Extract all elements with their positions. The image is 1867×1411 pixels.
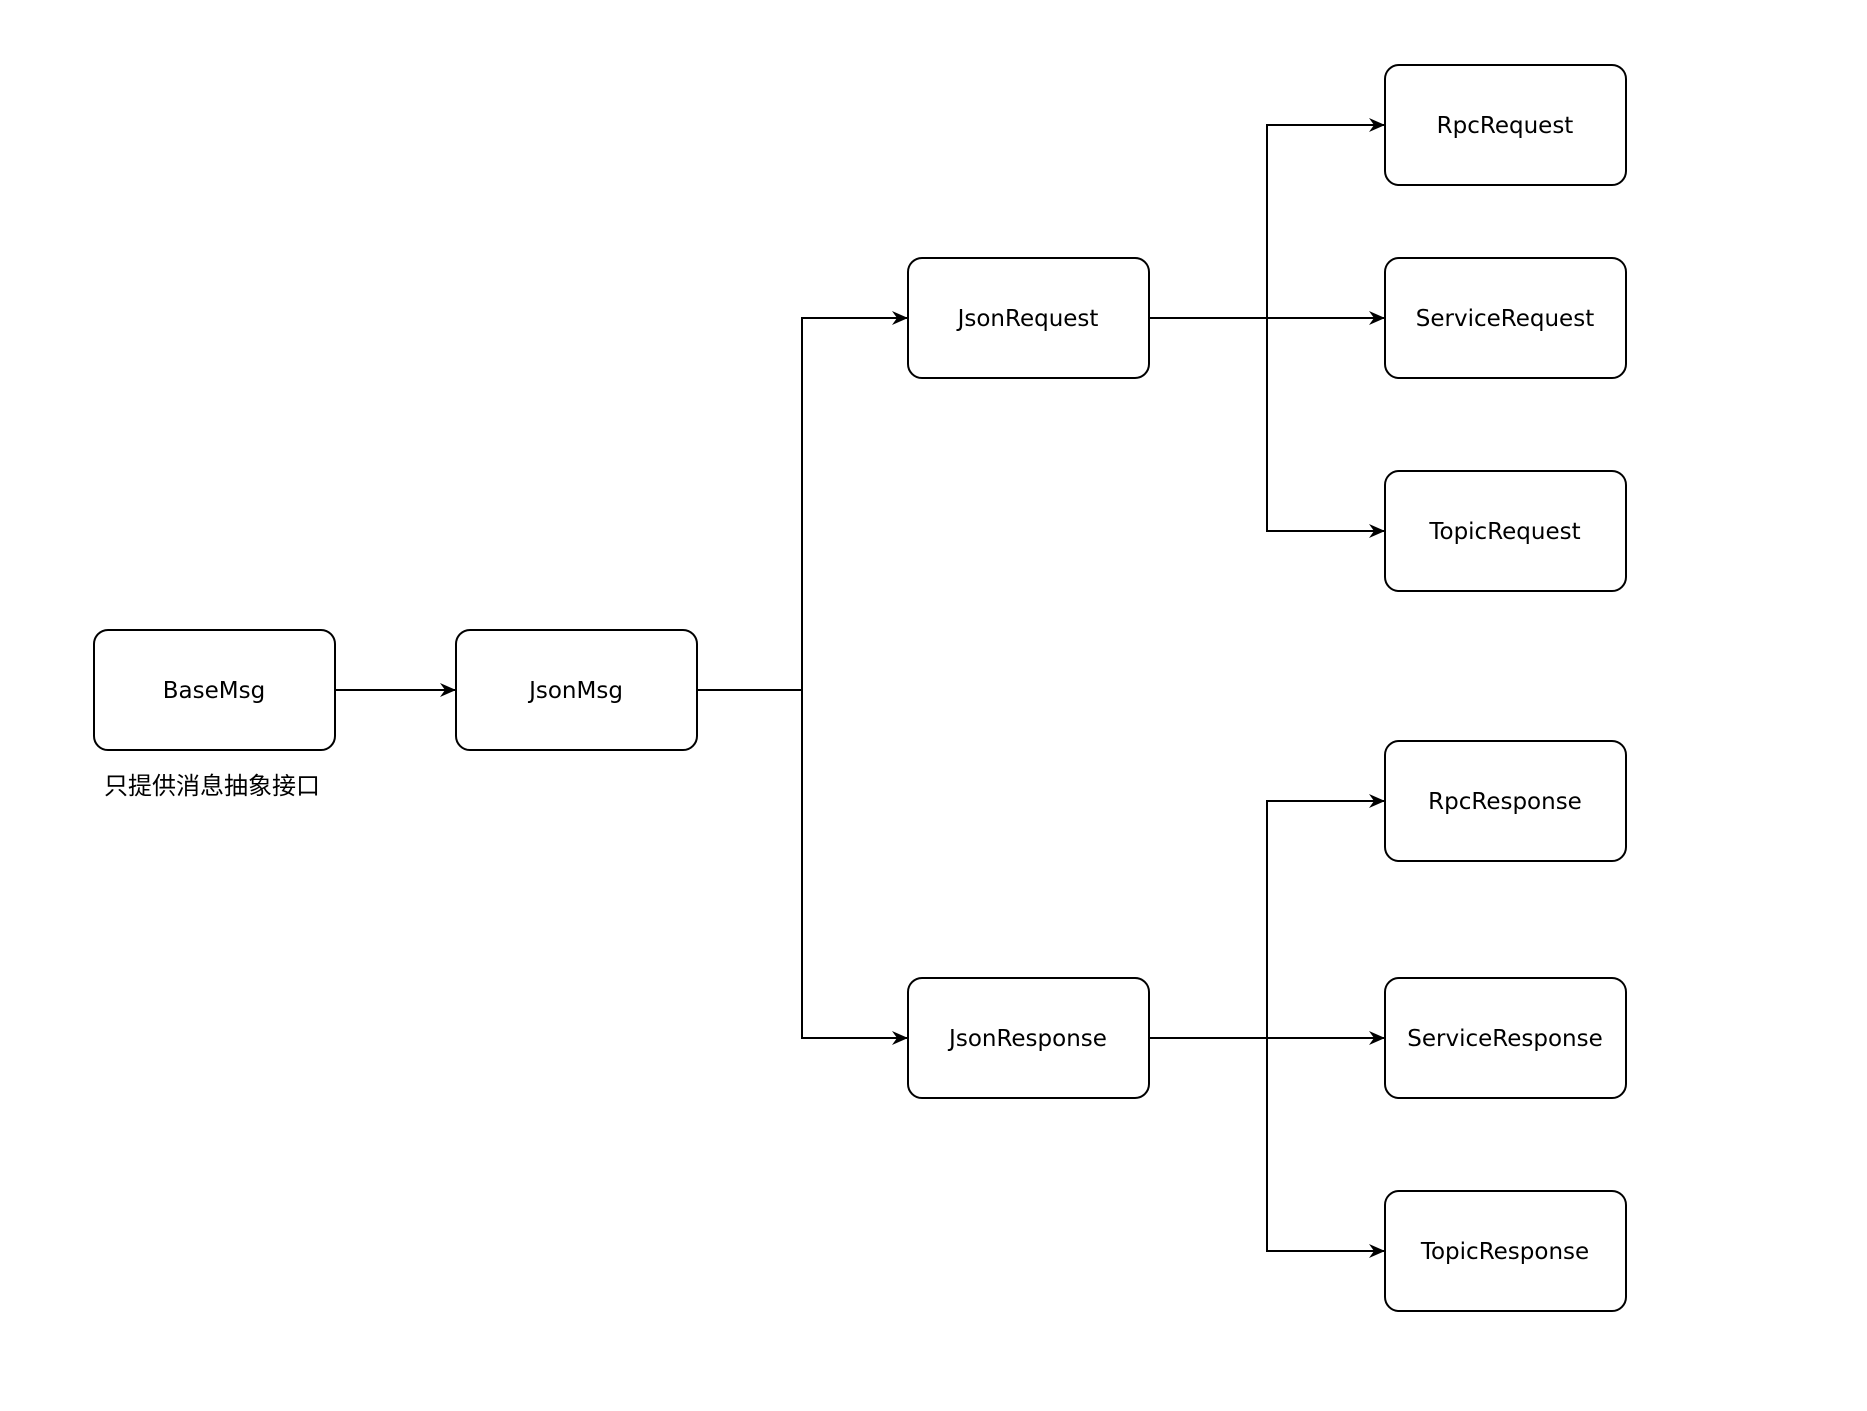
node-jsonmsg: JsonMsg <box>455 629 698 751</box>
node-servicerequest-box <box>1384 257 1627 379</box>
basemsg-note: 只提供消息抽象接口 <box>104 772 320 800</box>
node-jsonresponse: JsonResponse <box>907 977 1150 1099</box>
node-jsonresponse-label: JsonResponse <box>947 1026 1107 1052</box>
node-topicrequest: TopicRequest <box>1384 470 1627 592</box>
node-servicerequest: ServiceRequest <box>1384 257 1627 379</box>
node-rpcrequest-box <box>1384 64 1627 186</box>
node-serviceresponse-label: ServiceResponse <box>1407 1026 1602 1052</box>
connectors <box>336 118 1385 1258</box>
edge-jsonmsg-to-jsonresponse <box>801 690 908 1045</box>
node-topicrequest-box <box>1384 470 1627 592</box>
node-jsonmsg-box <box>455 629 698 751</box>
node-basemsg: BaseMsg <box>93 629 336 751</box>
node-serviceresponse: ServiceResponse <box>1384 977 1627 1099</box>
node-topicresponse-label: TopicResponse <box>1420 1239 1589 1265</box>
node-jsonmsg-label: JsonMsg <box>527 678 623 704</box>
node-servicerequest-label: ServiceRequest <box>1416 306 1594 332</box>
node-rpcresponse: RpcResponse <box>1384 740 1627 862</box>
node-jsonrequest-label: JsonRequest <box>956 306 1099 332</box>
node-rpcrequest-label: RpcRequest <box>1437 113 1574 139</box>
node-topicresponse-box <box>1384 1190 1627 1312</box>
node-topicrequest-label: TopicRequest <box>1428 519 1580 545</box>
edge-jsonrequest-to-topicrequest <box>1266 318 1385 538</box>
node-jsonrequest: JsonRequest <box>907 257 1150 379</box>
node-jsonresponse-box <box>907 977 1150 1099</box>
node-basemsg-box <box>93 629 336 751</box>
node-basemsg-label: BaseMsg <box>163 678 265 704</box>
edge-jsonmsg-to-jsonrequest <box>697 311 908 691</box>
edge-jsonresponse-to-rpcresponse <box>1149 794 1385 1039</box>
node-serviceresponse-box <box>1384 977 1627 1099</box>
node-jsonrequest-box <box>907 257 1150 379</box>
edge-jsonresponse-to-topicresponse <box>1266 1038 1385 1258</box>
node-rpcrequest: RpcRequest <box>1384 64 1627 186</box>
node-topicresponse: TopicResponse <box>1384 1190 1627 1312</box>
node-rpcresponse-label: RpcResponse <box>1428 789 1582 815</box>
edge-jsonrequest-to-rpcrequest <box>1149 118 1385 319</box>
node-rpcresponse-box <box>1384 740 1627 862</box>
